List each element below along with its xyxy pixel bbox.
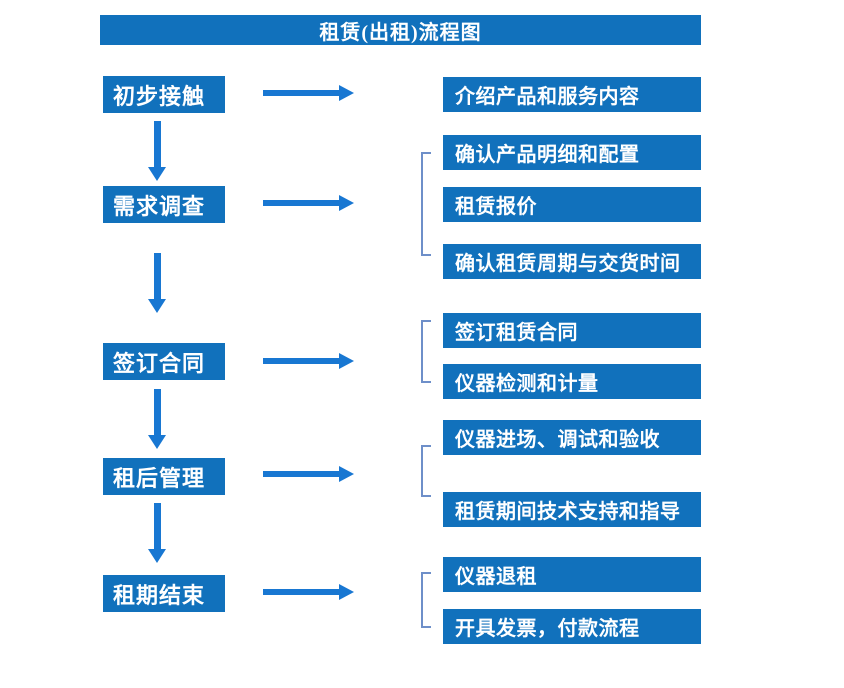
- output-box: 租赁报价: [443, 187, 701, 222]
- arrow-head: [339, 85, 354, 101]
- group-bracket: [421, 152, 431, 256]
- step-initial-contact: 初步接触: [103, 76, 225, 113]
- output-box: 仪器进场、调试和验收: [443, 420, 701, 455]
- output-box: 仪器检测和计量: [443, 364, 701, 399]
- arrow-shaft: [263, 200, 339, 206]
- output-box: 确认租赁周期与交货时间: [443, 244, 701, 279]
- right-arrow-icon: [263, 584, 354, 600]
- arrow-head: [148, 167, 166, 181]
- arrow-head: [148, 549, 166, 563]
- down-arrow-icon: [148, 253, 167, 313]
- output-box: 确认产品明细和配置: [443, 135, 701, 170]
- arrow-shaft: [263, 589, 339, 595]
- step-post-rental-management: 租后管理: [103, 458, 225, 495]
- right-arrow-icon: [263, 466, 354, 482]
- output-box: 签订租赁合同: [443, 313, 701, 348]
- arrow-shaft: [154, 253, 161, 299]
- arrow-head: [148, 435, 166, 449]
- right-arrow-icon: [263, 195, 354, 211]
- output-box: 租赁期间技术支持和指导: [443, 492, 701, 527]
- down-arrow-icon: [148, 503, 167, 563]
- group-bracket: [421, 320, 431, 383]
- step-rental-end: 租期结束: [103, 575, 225, 612]
- arrow-head: [339, 466, 354, 482]
- output-box: 仪器退租: [443, 557, 701, 592]
- right-arrow-icon: [263, 353, 354, 369]
- step-demand-survey: 需求调查: [103, 186, 225, 223]
- group-bracket: [421, 445, 431, 497]
- down-arrow-icon: [148, 389, 167, 449]
- arrow-head: [148, 299, 166, 313]
- arrow-shaft: [263, 358, 339, 364]
- output-box: 介绍产品和服务内容: [443, 77, 701, 112]
- arrow-shaft: [154, 389, 161, 435]
- group-bracket: [421, 572, 431, 628]
- arrow-shaft: [154, 503, 161, 549]
- down-arrow-icon: [148, 121, 167, 181]
- flowchart-title: 租赁(出租)流程图: [100, 15, 701, 45]
- arrow-head: [339, 353, 354, 369]
- arrow-shaft: [154, 121, 161, 167]
- arrow-head: [339, 195, 354, 211]
- step-sign-contract: 签订合同: [103, 343, 225, 380]
- arrow-shaft: [263, 471, 339, 477]
- arrow-head: [339, 584, 354, 600]
- arrow-shaft: [263, 90, 339, 96]
- right-arrow-icon: [263, 85, 354, 101]
- output-box: 开具发票，付款流程: [443, 609, 701, 644]
